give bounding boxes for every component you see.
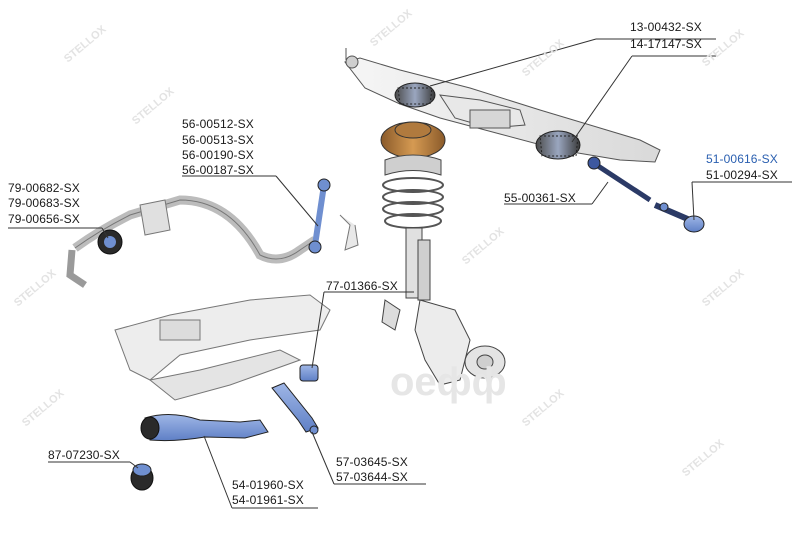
inner-tie-rod-drawing <box>587 156 652 203</box>
lower-arm-drawing <box>140 414 269 442</box>
part-label-56-00187[interactable]: 56-00187-SX <box>182 163 254 177</box>
part-label-79-00683[interactable]: 79-00683-SX <box>8 196 80 210</box>
part-label-79-00682[interactable]: 79-00682-SX <box>8 181 80 195</box>
arm-bushing-drawing <box>299 364 319 382</box>
part-label-55-00361[interactable]: 55-00361-SX <box>504 191 576 205</box>
leader-lines <box>8 38 792 509</box>
tie-rod-end-drawing <box>653 202 705 233</box>
stabilizer-bushing-drawing <box>97 229 123 255</box>
part-label-87-07230[interactable]: 87-07230-SX <box>48 448 120 462</box>
part-label-51-00616[interactable]: 51-00616-SX <box>706 152 778 166</box>
front-arm-drawing <box>271 382 319 435</box>
knuckle-hub-drawing <box>381 299 506 386</box>
oe-logo: oeфф <box>390 360 507 404</box>
part-label-77-01366[interactable]: 77-01366-SX <box>326 279 398 293</box>
part-label-54-01961[interactable]: 54-01961-SX <box>232 493 304 507</box>
subframe-drawing <box>114 294 331 401</box>
stabilizer-bar-drawing <box>66 195 318 288</box>
part-label-56-00512[interactable]: 56-00512-SX <box>182 117 254 131</box>
part-label-13-00432[interactable]: 13-00432-SX <box>630 20 702 34</box>
part-label-56-00513[interactable]: 56-00513-SX <box>182 133 254 147</box>
part-label-79-00656[interactable]: 79-00656-SX <box>8 212 80 226</box>
strut-assembly-drawing <box>380 121 446 301</box>
part-label-51-00294[interactable]: 51-00294-SX <box>706 168 778 182</box>
rack-boot-left <box>394 82 436 108</box>
rack-boot-right <box>535 130 581 160</box>
hydro-mount-drawing <box>130 463 154 491</box>
part-label-14-17147[interactable]: 14-17147-SX <box>630 37 702 51</box>
part-label-54-01960[interactable]: 54-01960-SX <box>232 478 304 492</box>
stabilizer-link-drawing <box>308 178 331 254</box>
part-label-57-03645[interactable]: 57-03645-SX <box>336 455 408 469</box>
link-bracket-drawing <box>339 214 359 251</box>
part-label-57-03644[interactable]: 57-03644-SX <box>336 470 408 484</box>
part-label-56-00190[interactable]: 56-00190-SX <box>182 148 254 162</box>
